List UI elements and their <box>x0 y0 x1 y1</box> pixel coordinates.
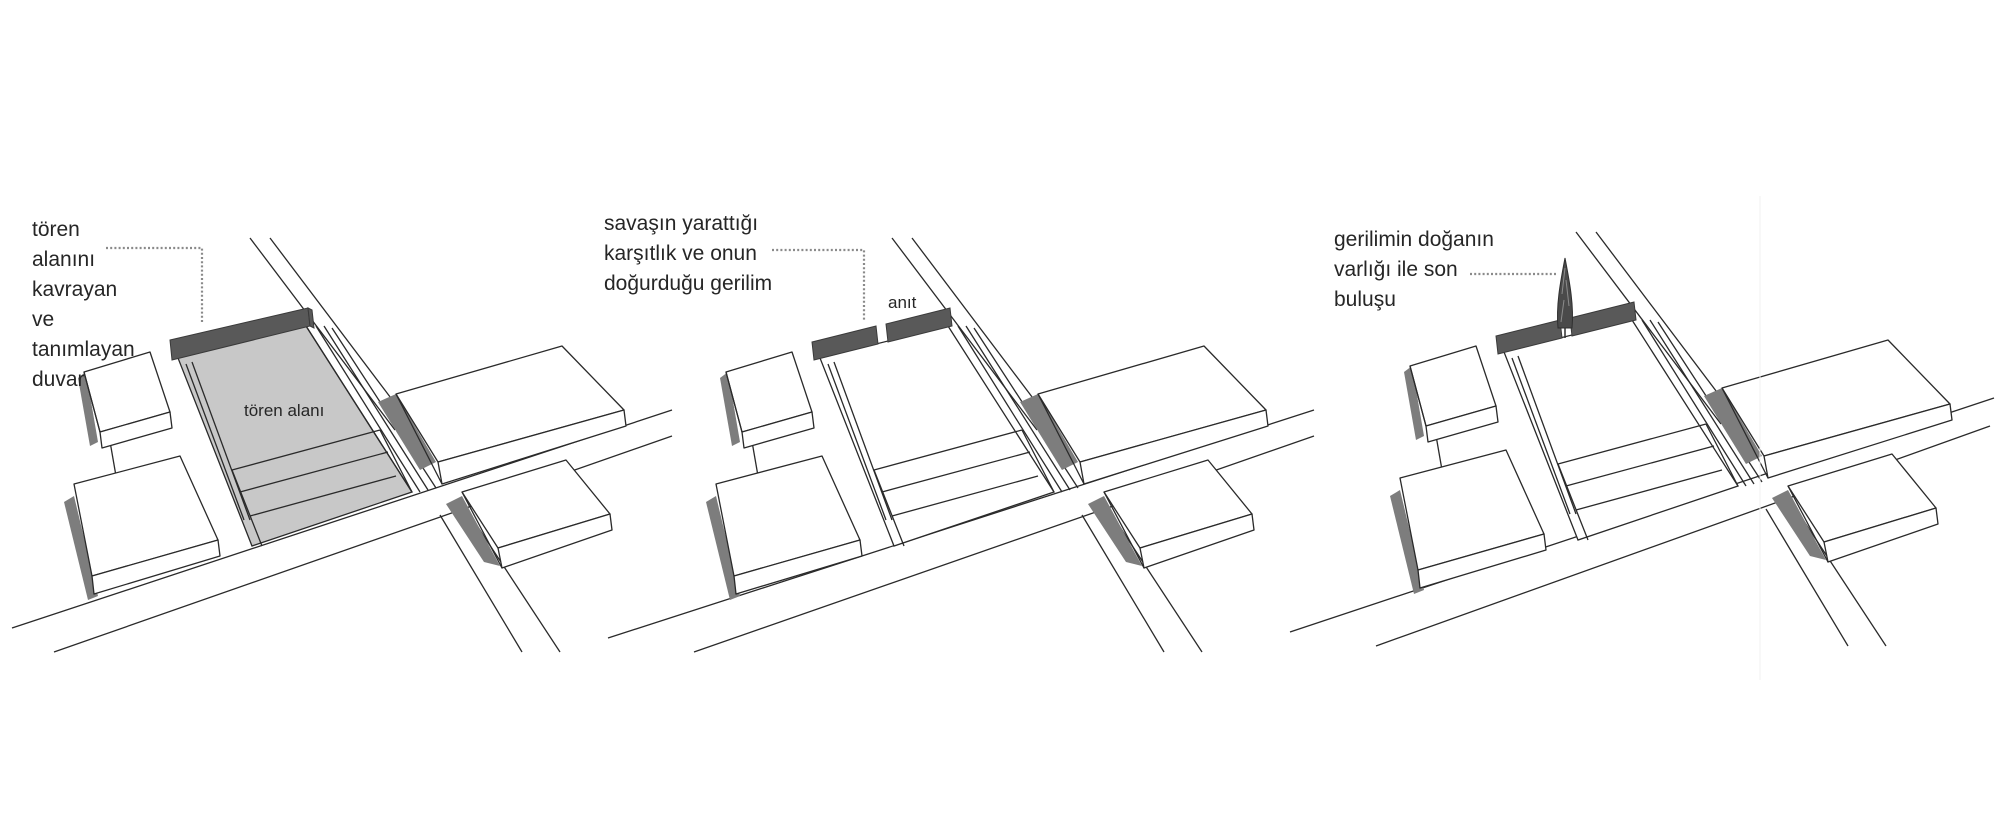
ceremony-area-label: tören alanı <box>244 401 324 420</box>
building-left-bottom <box>1390 449 1547 594</box>
building-left-top <box>1404 345 1499 443</box>
building-left-bottom <box>706 455 863 600</box>
building-left-top <box>720 351 815 449</box>
panel-1-label: tören alanını kavrayan ve tanımlayan duv… <box>32 218 141 391</box>
wall <box>169 307 315 361</box>
panel-3-label: gerilimin doğanın varlığı ile son buluşu <box>1334 228 1500 311</box>
building-right-bottom <box>1088 459 1255 569</box>
split-wall <box>1495 301 1637 355</box>
monument-label: anıt <box>888 293 917 312</box>
panel-2: savaşın yarattığı karşıtlık ve onun doğu… <box>604 212 1315 653</box>
panel-3: gerilimin doğanın varlığı ile son buluşu <box>1289 228 1995 647</box>
panel-1: tören alanını kavrayan ve tanımlayan duv… <box>11 218 673 653</box>
wall-segment-right <box>1569 301 1637 337</box>
ceremony-plaza <box>1503 319 1763 541</box>
building-left-bottom <box>64 455 221 600</box>
building-right-bottom <box>1772 453 1939 563</box>
building-right-top <box>378 345 627 485</box>
cypress-tree-icon <box>1557 257 1573 338</box>
split-wall <box>811 307 953 361</box>
building-right-bottom <box>446 459 613 569</box>
panel-2-label: savaşın yarattığı karşıtlık ve onun doğu… <box>604 212 772 295</box>
ceremony-plaza <box>177 325 437 547</box>
building-right-top <box>1704 339 1953 479</box>
building-left-top <box>78 351 173 449</box>
wall-segment-left <box>1495 319 1563 355</box>
wall-segment-left <box>811 325 879 361</box>
label-leader-line <box>772 248 866 320</box>
wall-segment-right <box>885 307 953 343</box>
ceremony-plaza <box>819 325 1079 547</box>
building-right-top <box>1020 345 1269 485</box>
